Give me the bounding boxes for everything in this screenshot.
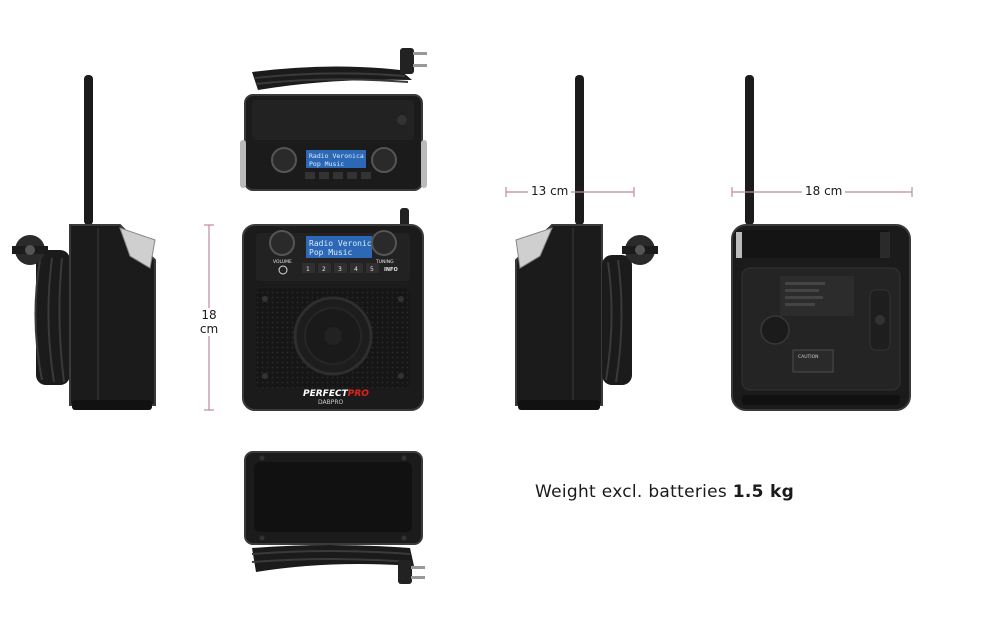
brand-logo: PERFECTPRO	[303, 389, 369, 399]
info-label: INFO	[384, 267, 398, 273]
height-unit: cm	[199, 322, 219, 336]
height-value: 18	[201, 308, 217, 322]
preset-2: 2	[322, 266, 326, 273]
front-lcd-line2: Pop Music	[309, 248, 353, 257]
lcd-display	[306, 236, 372, 258]
model-label: DABPRO	[318, 399, 344, 406]
preset-5: 5	[370, 266, 374, 273]
height-label: 18 cm	[197, 308, 221, 336]
preset-4: 4	[354, 266, 358, 273]
weight-value: 1.5 kg	[732, 482, 795, 502]
plug-icon	[622, 235, 658, 265]
right-side-view	[515, 75, 658, 410]
weight-label: Weight excl. batteries	[535, 482, 728, 502]
depth-label: 13 cm	[528, 184, 572, 198]
volume-knob	[271, 147, 297, 173]
bottom-view	[244, 451, 425, 584]
tuning-knob	[371, 230, 397, 256]
width-label: 18 cm	[802, 184, 846, 198]
top-lcd-line1: Radio Veronica	[309, 152, 364, 160]
preset-1: 1	[306, 266, 310, 273]
plug-icon	[12, 235, 48, 265]
antenna	[84, 75, 93, 225]
tuning-label: TUNING	[375, 259, 394, 265]
volume-label: VOLUME	[273, 259, 292, 265]
caution-label: CAUTION	[798, 354, 819, 360]
tuning-knob	[371, 147, 397, 173]
front-lcd-line1: Radio Veronica	[309, 239, 377, 248]
weight-caption: Weight excl. batteries 1.5 kg	[535, 482, 794, 502]
top-lcd-line2: Pop Music	[309, 160, 344, 168]
volume-knob	[269, 230, 295, 256]
power-icon	[278, 265, 288, 275]
front-view: Radio Veronica Pop Music VOLUME TUNING 1…	[242, 208, 424, 411]
antenna	[745, 75, 754, 225]
top-view: Radio Veronica Pop Music	[240, 48, 427, 191]
antenna	[575, 75, 584, 225]
preset-3: 3	[338, 266, 342, 273]
preset-buttons: 1 2 3 4 5 INFO	[302, 263, 398, 273]
left-side-view	[12, 75, 156, 410]
back-view: CAUTION	[731, 75, 911, 411]
